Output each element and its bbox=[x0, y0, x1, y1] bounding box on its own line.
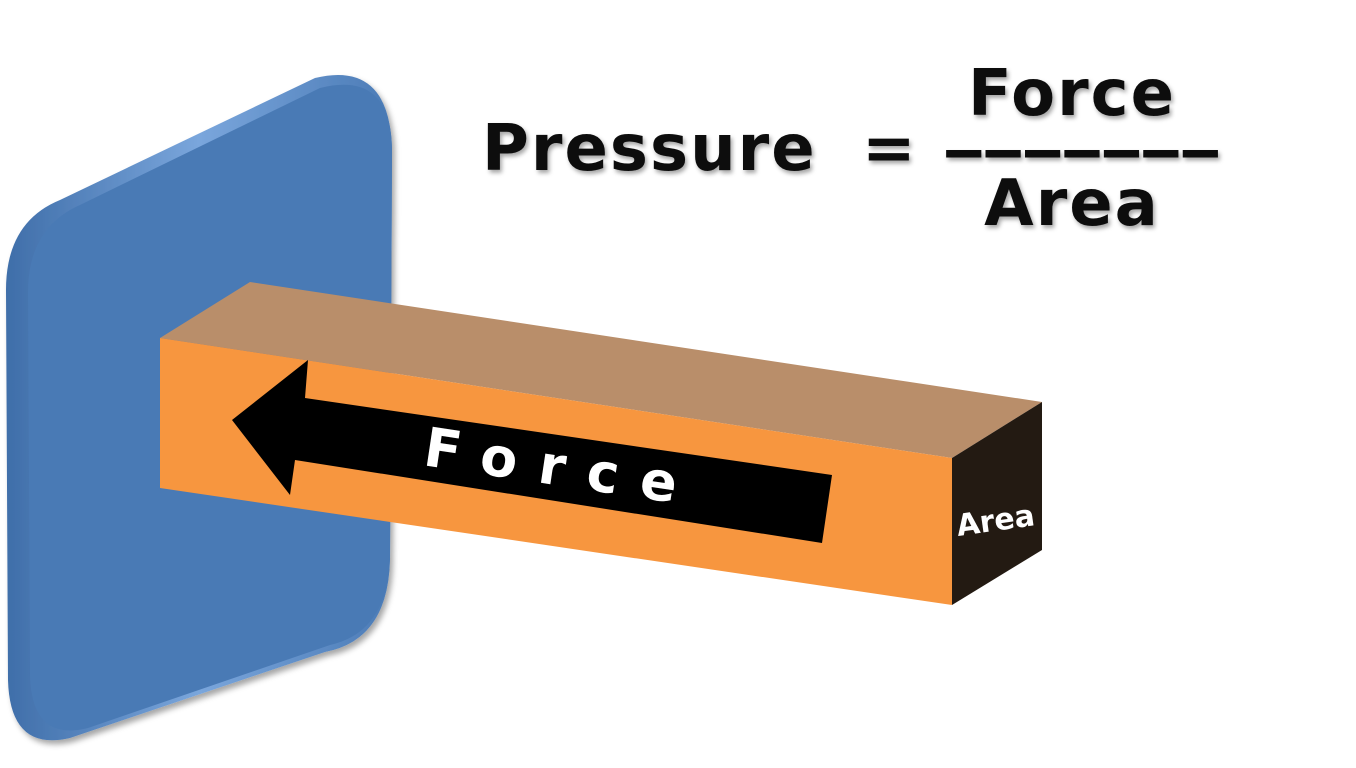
formula-equals-sign: = bbox=[862, 112, 916, 186]
beam-top-face bbox=[160, 282, 1042, 458]
formula-pressure: Pressure bbox=[482, 112, 817, 186]
beam-end-face bbox=[952, 402, 1042, 605]
formula-numerator-force: Force bbox=[968, 57, 1176, 131]
formula-denominator-area: Area bbox=[984, 167, 1160, 241]
force-arrow-shape bbox=[232, 360, 832, 543]
pressure-formula: Pressure = Force ——————— Area bbox=[482, 57, 1220, 241]
formula-fraction-bar: ——————— bbox=[944, 115, 1220, 185]
